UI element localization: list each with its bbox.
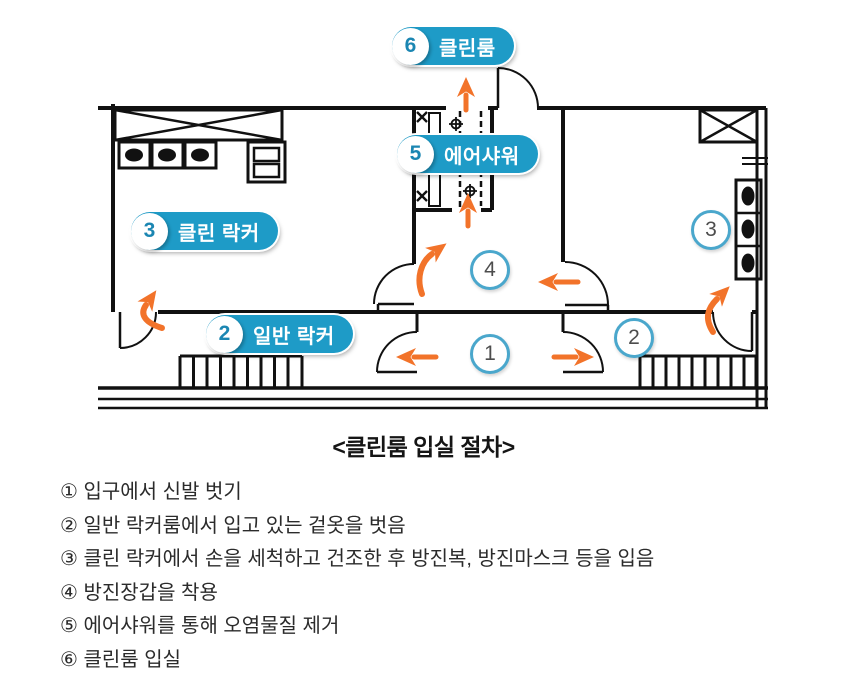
clean-locker-to-area4-door: [373, 263, 415, 312]
pill-number-badge: 6: [392, 27, 429, 65]
door-leaf: [565, 303, 610, 312]
door-leaf: [376, 302, 414, 312]
door-arc: [376, 331, 418, 373]
label-pill-clean-locker: 3 클린 락커: [131, 212, 278, 250]
door-arc: [373, 263, 415, 305]
locker-row-bottom-right: [638, 354, 758, 388]
door-arc: [564, 261, 609, 306]
corridor-right-center-door: [561, 312, 604, 374]
pill-label: 클린룸: [439, 37, 496, 60]
door-arc: [562, 331, 604, 373]
arrow-curved-left-entry: [137, 290, 165, 331]
air-shower-x-mark-top: [416, 111, 428, 123]
area4-right-door: [564, 261, 610, 312]
step-item-3: ③ 클린 락커에서 손을 세척하고 건조한 후 방진복, 방진마스크 등을 입음: [60, 548, 655, 570]
pill-number-badge: 5: [397, 135, 434, 173]
step-item-1: ① 입구에서 신발 벗기: [60, 481, 242, 503]
pill-number-badge: 2: [206, 315, 243, 353]
corridor-left-center-door: [376, 312, 419, 374]
door-arc: [712, 311, 753, 352]
pill-label: 일반 락커: [253, 325, 335, 348]
door-arc: [119, 311, 157, 349]
label-pill-cleanroom: 6 클린룸: [392, 27, 514, 65]
left-entry-door: [118, 311, 157, 349]
right-room-door: [712, 311, 754, 352]
label-pill-general-locker: 2 일반 락커: [206, 315, 353, 353]
step-item-5: ⑤ 에어샤워를 통해 오염물질 제거: [60, 615, 340, 637]
step-marker-1: 1: [470, 334, 510, 374]
steps-list: ① 입구에서 신발 벗기 ② 일반 락커룸에서 입고 있는 겉옷을 벗음 ③ 클…: [60, 476, 654, 677]
air-shower-nozzle-top: [449, 117, 463, 131]
diagram-title: <클린룸 입실 절차>: [332, 434, 515, 460]
doors: [118, 67, 754, 374]
label-pill-air-shower: 5 에어샤워: [397, 135, 538, 173]
locker-row-bottom-left: [178, 354, 304, 388]
fixtures: [113, 108, 768, 388]
pill-label: 클린 락커: [178, 222, 260, 245]
step-item-2: ② 일반 락커룸에서 입고 있는 겉옷을 벗음: [60, 514, 406, 537]
door-arc: [497, 67, 539, 109]
crossed-box-right: [698, 108, 759, 144]
crossed-box-left: [113, 108, 284, 142]
step-marker-3: 3: [691, 210, 731, 250]
cabinet-top-left: [246, 140, 287, 184]
step-marker-4: 4: [470, 250, 510, 290]
air-shower-nozzle-bottom: [463, 184, 477, 198]
sink-row-top-left: [117, 140, 218, 170]
cleanroom-door: [496, 67, 539, 109]
step-item-6: ⑥ 클린룸 입실: [60, 648, 182, 671]
sink-column-right: [734, 178, 763, 281]
step-item-4: ④ 방진장갑을 착용: [60, 581, 218, 604]
step-marker-2: 2: [614, 318, 654, 358]
flow-arrows: [137, 77, 730, 366]
right-wall-window-ticks: [742, 157, 768, 165]
pill-number-badge: 3: [131, 212, 168, 250]
arrow-curved-right-room: [704, 286, 730, 335]
arrow-curved-area4-left: [416, 243, 447, 297]
air-shower-x-mark-bottom: [416, 190, 428, 202]
pill-label: 에어샤워: [444, 145, 520, 168]
